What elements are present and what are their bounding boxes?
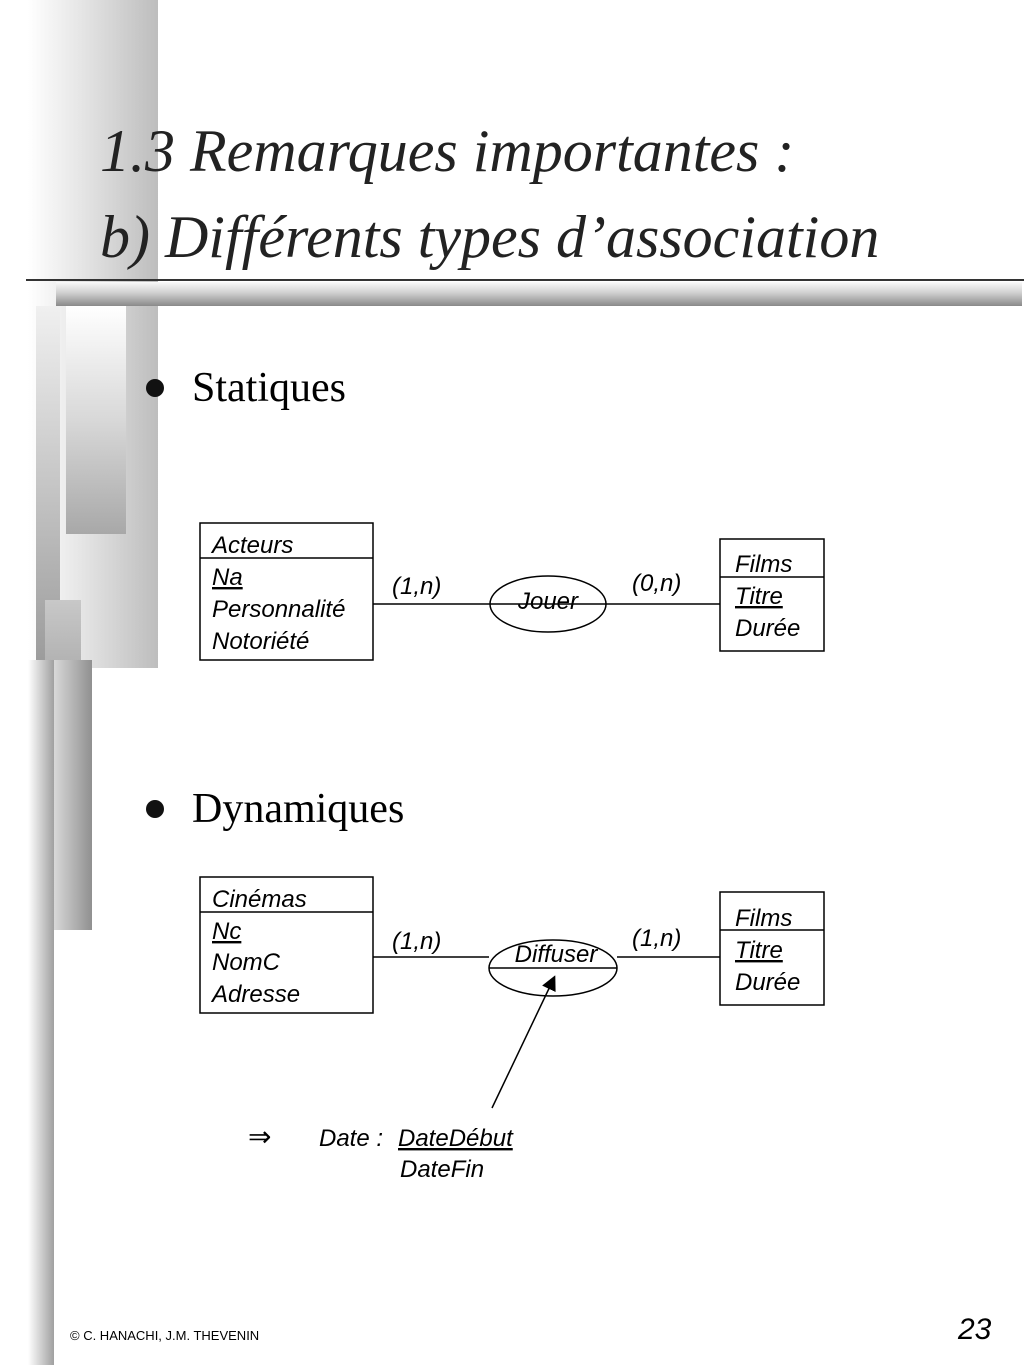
association-name: Diffuser [515, 941, 599, 968]
slide-title: 1.3 Remarques importantes : b) Différent… [100, 108, 879, 280]
title-divider-line [26, 279, 1024, 281]
entity-key: Nc [212, 918, 241, 945]
cardinality-right: (0,n) [632, 570, 681, 597]
note-label: Date : [319, 1125, 383, 1152]
attribute-arrow [491, 975, 556, 1109]
bullet-label: Statiques [192, 365, 346, 411]
entity-films: Films Titre Durée [719, 891, 825, 1006]
cardinality-left: (1,n) [392, 573, 441, 600]
bullet-icon [146, 379, 164, 397]
decor-bar [28, 660, 54, 1365]
cardinality-left: (1,n) [392, 928, 441, 955]
diagram-dynamiques: Cinémas Nc NomC Adresse (1,n) Diffuser (… [199, 876, 825, 1183]
entity-name: Cinémas [212, 886, 307, 913]
entity-acteurs: Acteurs Na Personnalité Notoriété [199, 522, 374, 661]
entity-attribute: Adresse [210, 981, 300, 1008]
decor-bar [50, 660, 92, 930]
entity-key: Na [212, 564, 243, 591]
association-name: Jouer [517, 588, 579, 615]
note-attribute: DateFin [400, 1156, 484, 1183]
title-divider-band [56, 282, 1022, 306]
entity-name: Films [735, 905, 792, 932]
bullet-dynamiques: Dynamiques [146, 784, 404, 834]
implies-arrow-icon: ⇒ [248, 1121, 271, 1152]
entity-attribute: Personnalité [212, 596, 345, 623]
entity-key: Titre [735, 583, 783, 610]
entity-attribute: NomC [212, 949, 281, 976]
association-attributes-note: ⇒ Date : DateDébut DateFin [248, 1121, 514, 1183]
association-jouer: Jouer [489, 575, 607, 633]
entity-cinemas: Cinémas Nc NomC Adresse [199, 876, 374, 1014]
title-line-1: 1.3 Remarques importantes : [100, 118, 795, 184]
copyright-footer: © C. HANACHI, J.M. THEVENIN [70, 1328, 260, 1343]
entity-films: Films Titre Durée [719, 538, 825, 652]
bullet-label: Dynamiques [192, 786, 405, 832]
cardinality-right: (1,n) [632, 925, 681, 952]
association-diffuser: Diffuser [488, 939, 618, 997]
decor-bar [66, 306, 126, 534]
entity-attribute: Durée [735, 969, 800, 996]
entity-attribute: Notoriété [212, 628, 309, 655]
entity-name: Acteurs [210, 532, 293, 559]
page-number: 23 [958, 1313, 992, 1346]
title-line-2: b) Différents types d’association [100, 204, 880, 270]
bullet-statiques: Statiques [146, 363, 346, 413]
diagram-statiques: Acteurs Na Personnalité Notoriété (1,n) … [199, 522, 825, 661]
entity-name: Films [735, 551, 792, 578]
entity-attribute: Durée [735, 615, 800, 642]
bullet-icon [146, 800, 164, 818]
note-key-attribute: DateDébut [398, 1125, 514, 1152]
entity-key: Titre [735, 937, 783, 964]
